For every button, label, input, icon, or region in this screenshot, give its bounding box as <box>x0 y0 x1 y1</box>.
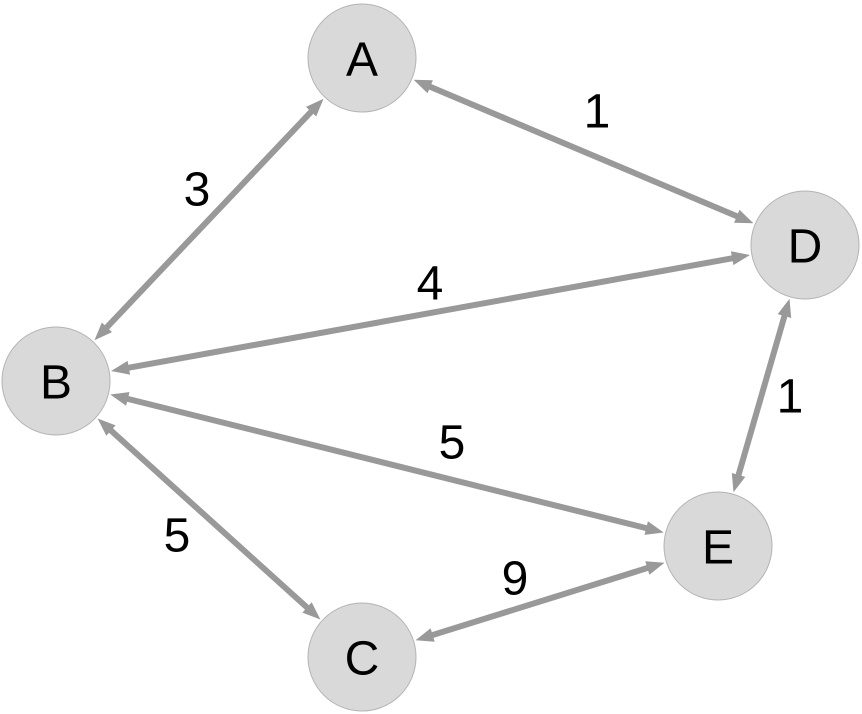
edge-line <box>103 108 315 331</box>
node-label: C <box>345 633 380 686</box>
edge-c-e <box>415 561 665 642</box>
node-label: B <box>40 357 72 410</box>
edge-line <box>125 395 649 532</box>
node-circle <box>1 326 111 436</box>
edge-weight-label: 3 <box>184 164 211 217</box>
nodes-layer: A B C D E <box>1 3 860 712</box>
node-label: A <box>346 34 378 87</box>
edge-line <box>429 564 651 639</box>
arrowhead-icon <box>644 521 664 535</box>
arrowhead-icon <box>734 209 754 224</box>
edge-weight-label: 1 <box>584 86 611 139</box>
arrowhead-icon <box>415 628 435 642</box>
edge-weight-label: 5 <box>164 510 191 563</box>
edge-b-e <box>110 392 664 535</box>
edge-weight-label: 4 <box>417 258 444 311</box>
arrowhead-icon <box>731 473 746 493</box>
edge-b-c <box>97 418 321 620</box>
edge-a-b <box>94 98 324 341</box>
edge-d-e <box>731 298 792 493</box>
node-circle <box>663 491 773 601</box>
arrowhead-icon <box>413 79 433 94</box>
arrowhead-icon <box>302 602 321 620</box>
edge-weight-label: 1 <box>777 371 804 424</box>
node-a: A <box>307 3 417 113</box>
edges-layer <box>94 79 792 642</box>
edge-line <box>126 254 735 372</box>
node-label: D <box>788 221 823 274</box>
edge-line <box>735 313 788 478</box>
arrowhead-icon <box>94 322 112 341</box>
node-e: E <box>663 491 773 601</box>
arrowhead-icon <box>97 418 116 436</box>
edge-labels-layer: 1 3 4 5 5 1 9 <box>164 86 804 606</box>
edge-line <box>107 426 311 612</box>
node-b: B <box>1 326 111 436</box>
node-d: D <box>750 190 860 300</box>
arrowhead-icon <box>306 98 324 117</box>
edge-weight-label: 5 <box>439 417 466 470</box>
node-c: C <box>307 602 417 712</box>
edge-a-d <box>413 79 754 224</box>
node-circle <box>750 190 860 300</box>
arrowhead-icon <box>777 298 792 318</box>
node-label: E <box>702 522 734 575</box>
arrowhead-icon <box>110 392 130 406</box>
arrowhead-icon <box>645 561 665 575</box>
arrowhead-icon <box>111 360 131 375</box>
edge-b-d <box>111 251 750 375</box>
node-circle <box>307 3 417 113</box>
edge-weight-label: 9 <box>502 553 529 606</box>
edge-line <box>427 83 740 220</box>
arrowhead-icon <box>730 251 750 266</box>
node-circle <box>307 602 417 712</box>
